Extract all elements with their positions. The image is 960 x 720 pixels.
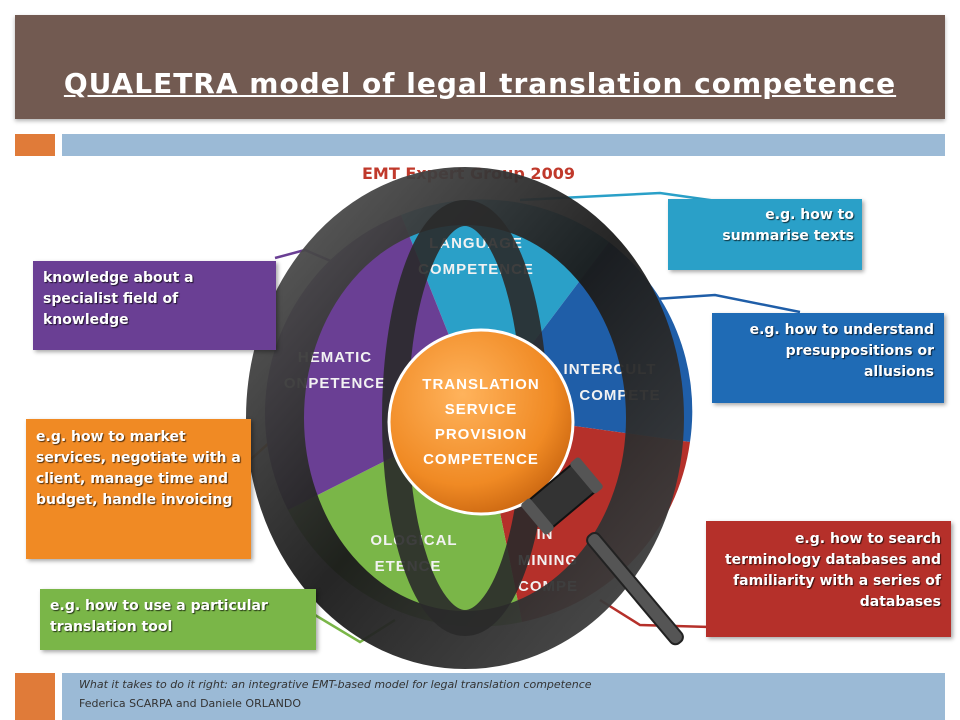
center-label-1: TRANSLATION [422,376,539,393]
label-thematic-2: ONPETENCE [284,375,386,392]
callout-service: e.g. how to market services, negotiate w… [26,419,251,559]
accent-strip-top-left [15,134,55,156]
center-circle [387,328,575,516]
center-label-2: SERVICE [445,401,518,418]
footer-subtitle: What it takes to do it right: an integra… [79,678,592,691]
callout-information: e.g. how to search terminology databases… [706,521,951,637]
connector-intercultural [639,293,801,314]
callout-language: e.g. how to summarise texts [668,199,862,270]
connector-information [599,598,711,629]
label-thematic-1: HEMATIC [298,349,372,366]
gavel-icon [521,457,684,646]
title-bar: QUALETRA model of legal translation comp… [15,15,945,119]
page-title: QUALETRA model of legal translation comp… [63,67,897,100]
accent-strip-bottom-left [15,673,55,720]
accent-strip-bottom-right [62,673,945,720]
footer-authors: Federica SCARPA and Daniele ORLANDO [79,697,301,710]
label-information-2: MINING [518,552,578,569]
center-label-3: PROVISION [435,426,527,443]
callout-technological: e.g. how to use a particular translation… [40,589,316,650]
center-label-4: COMPETENCE [423,451,539,468]
accent-strip-top-right [62,134,945,156]
callout-thematic: knowledge about a specialist field of kn… [33,261,276,350]
callout-intercultural: e.g. how to understand presuppositions o… [712,313,944,403]
